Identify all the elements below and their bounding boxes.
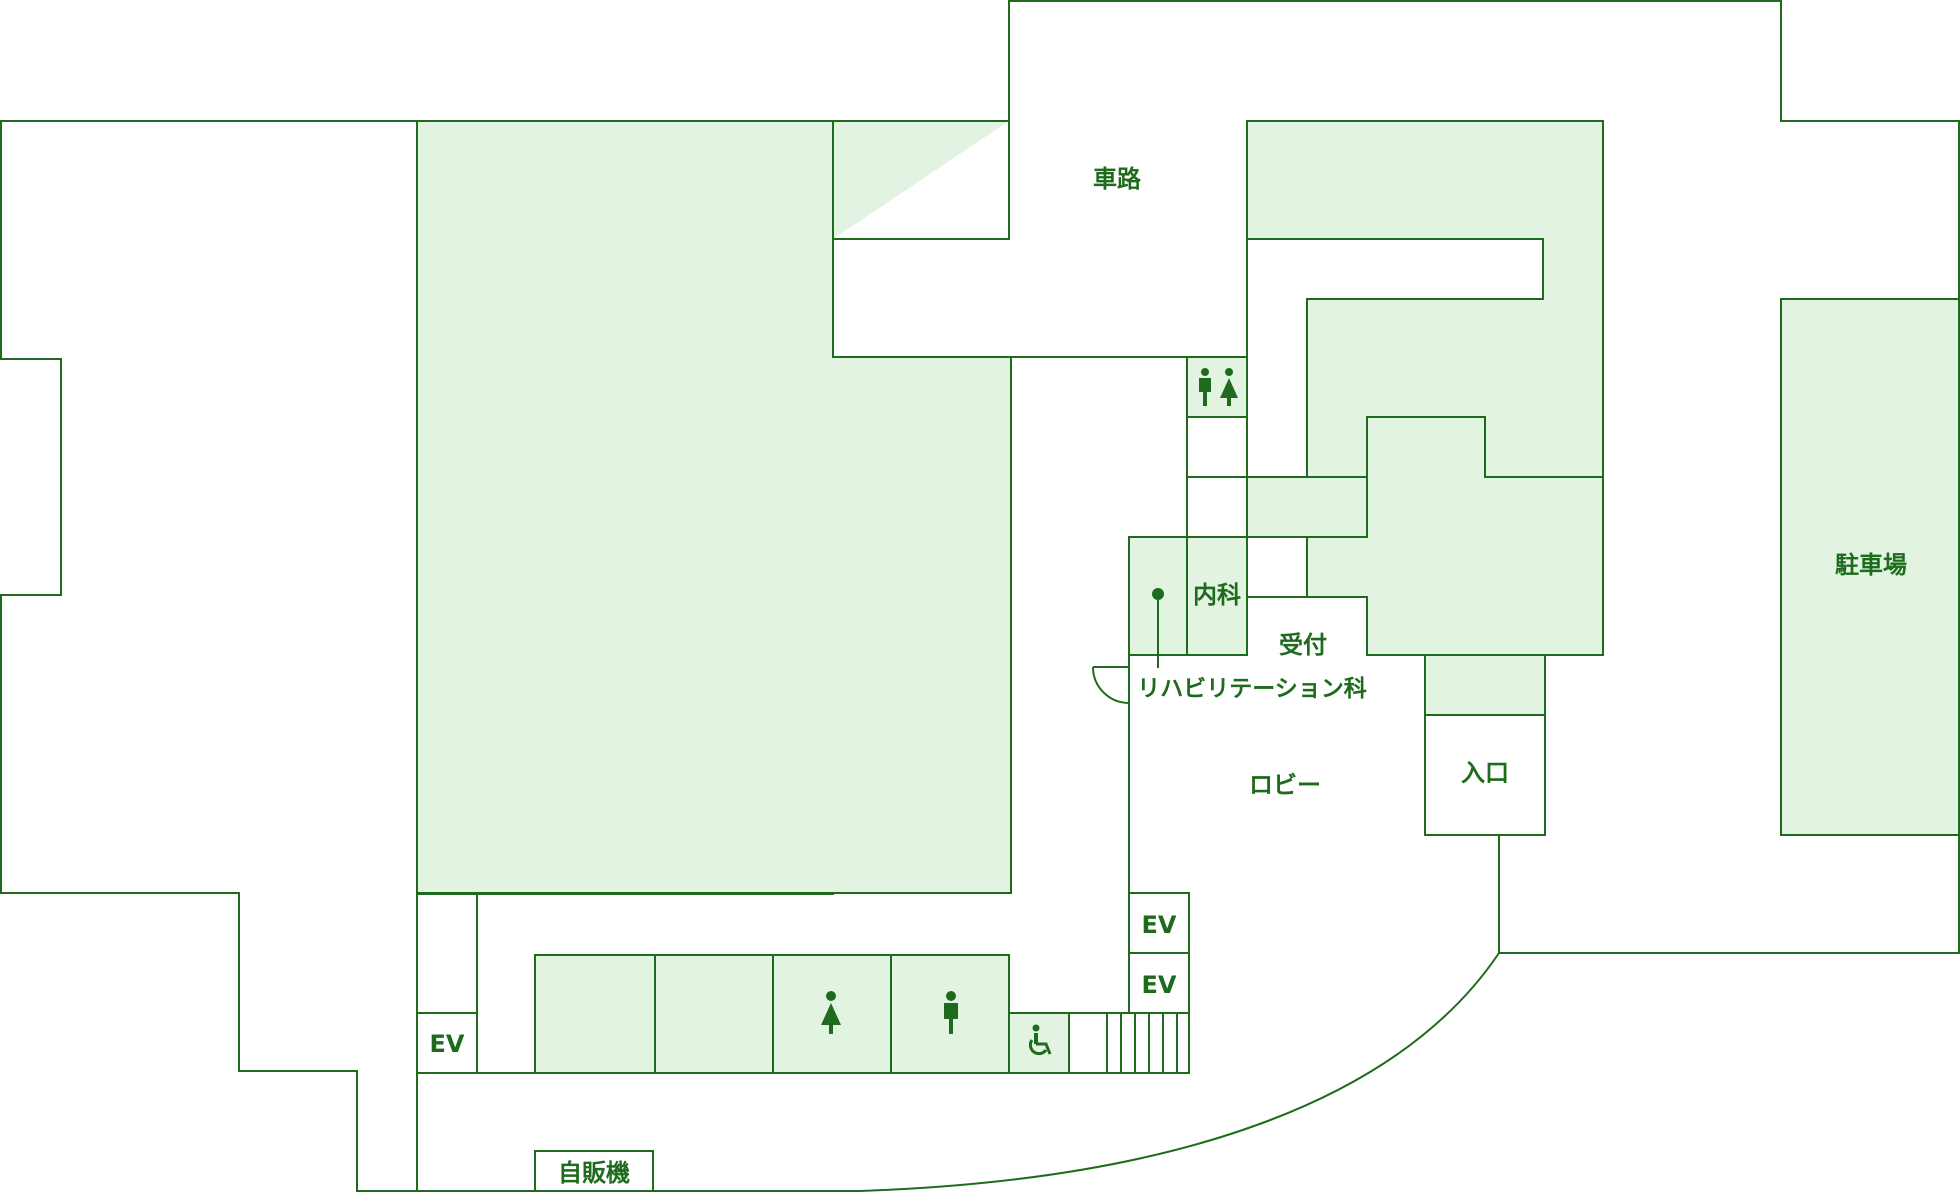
ev-label-3: EV [430,1030,465,1058]
small-room [1246,476,1368,538]
wheelchair-icon [1028,1024,1052,1056]
ev-label-2: EV [1142,971,1177,999]
vending-label: 自販機 [558,1159,630,1187]
location-pin-icon [1152,588,1164,668]
restroom-room-upper [1186,356,1248,418]
stairs [1068,1012,1190,1074]
ev-label-1: EV [1142,911,1177,939]
entrance-label: 入口 [1461,759,1509,787]
internal-medicine-room [1186,536,1248,656]
female-restroom-icon [821,991,841,1034]
lobby-label: ロビー [1249,771,1321,799]
central-room-lower [416,120,1012,894]
bottom-room-1 [534,954,656,1074]
road-label: 車路 [1093,165,1142,193]
parking-label: 駐車場 [1835,551,1907,579]
elevator-3 [416,1012,478,1074]
male-restroom-icon [944,991,958,1034]
stairs-icon [1106,1013,1178,1073]
door-swing [1092,666,1130,705]
bottom-corridor-outline [417,952,1500,1192]
entrance-box [1424,714,1546,836]
entrance-vestibule [1424,654,1546,716]
reception-label: 受付 [1279,631,1327,659]
elevator-1 [1128,892,1190,954]
internal-medicine-label: 内科 [1193,581,1241,609]
elevator-2 [1128,952,1190,1014]
vending-machine [534,1150,654,1192]
male-female-restroom-icon [1199,368,1238,406]
rehabilitation-label: リハビリテーション科 [1137,676,1367,702]
building-outline [0,120,418,1192]
parking-area [1780,298,1960,836]
bottom-room-2 [654,954,774,1074]
